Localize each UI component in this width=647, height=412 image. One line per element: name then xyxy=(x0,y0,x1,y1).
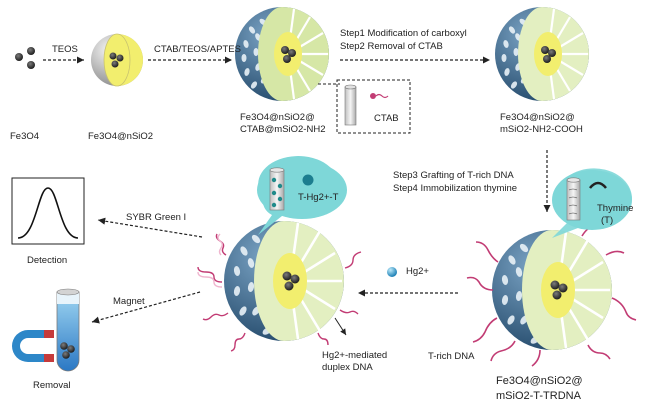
mercury-ion-icon xyxy=(387,267,397,277)
label-step3: Step3 Grafting of T-rich DNA xyxy=(393,170,514,181)
label-hg2plus: Hg2+ xyxy=(406,266,429,277)
cooh-particle xyxy=(495,7,589,101)
label-ctab-particle-2: CTAB@mSiO2-NH2 xyxy=(240,124,326,135)
t-hg-t-bubble xyxy=(257,156,347,235)
label-detection: Detection xyxy=(27,255,68,266)
label-step2: Step2 Removal of CTAB xyxy=(340,41,443,52)
detection-panel xyxy=(11,177,85,245)
label-magnet: Magnet xyxy=(113,296,145,307)
trdna-particle xyxy=(466,225,637,367)
label-trdna-particle-1: Fe3O4@nSiO2@ xyxy=(496,375,583,387)
hg-duplex-particle xyxy=(197,221,362,352)
label-teos: TEOS xyxy=(52,44,78,55)
ctab-msio2-particle xyxy=(235,7,329,101)
label-ctab-particle-1: Fe3O4@nSiO2@ xyxy=(240,112,315,123)
label-ctab: CTAB xyxy=(374,113,399,124)
ctab-callout xyxy=(318,79,411,134)
label-step4: Step4 Immobilization thymine xyxy=(393,183,518,194)
hg-ion-bubble-icon xyxy=(302,174,314,186)
label-sybr: SYBR Green I xyxy=(126,212,187,223)
fe3o4-nanoparticles xyxy=(15,47,35,69)
fe3o4-nsio2-particle xyxy=(91,33,143,87)
thymine-bubble xyxy=(552,168,632,238)
magnet-icon xyxy=(12,330,52,362)
label-fe3o4-nsio2: Fe3O4@nSiO2 xyxy=(88,131,154,142)
thymine-arc-icon xyxy=(589,181,607,189)
sybr-arrow xyxy=(97,217,203,238)
label-step1: Step1 Modification of carboxyl xyxy=(340,28,467,39)
label-fe3o4: Fe3O4 xyxy=(10,131,40,142)
label-removal: Removal xyxy=(33,380,71,391)
label-trdna-particle-2: mSiO2-T-TRDNA xyxy=(496,390,581,402)
label-ctab-teos-aptes: CTAB/TEOS/APTES xyxy=(154,44,241,55)
removal-illustration xyxy=(12,288,80,372)
label-t-rich-dna: T-rich DNA xyxy=(428,351,475,362)
label-t-hg-t: T-Hg2+-T xyxy=(298,192,339,203)
label-thymine-1: Thymine xyxy=(597,203,634,214)
label-cooh-particle-2: mSiO2-NH2-COOH xyxy=(500,124,583,135)
label-hg-mediated-1: Hg2+-mediated xyxy=(322,350,388,361)
magnet-arrow xyxy=(91,291,201,324)
label-hg-mediated-2: duplex DNA xyxy=(322,362,373,373)
ctab-molecule-icon xyxy=(370,93,376,99)
label-cooh-particle-1: Fe3O4@nSiO2@ xyxy=(500,112,575,123)
detection-peak-curve xyxy=(17,187,79,239)
label-thymine-2: (T) xyxy=(601,215,614,226)
